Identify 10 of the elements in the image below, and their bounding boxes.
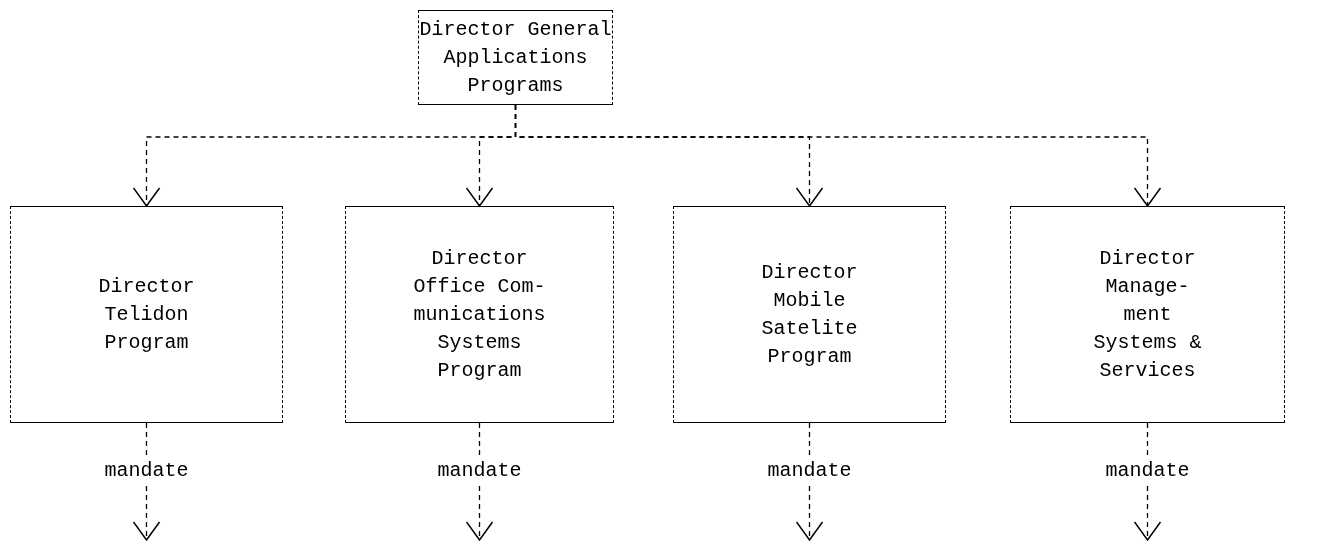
org-box (10, 206, 283, 423)
box-title: Director Office Com- munications Systems Program (412, 245, 547, 384)
org-box (673, 206, 946, 423)
box-title: Director Telidon Program (97, 273, 196, 356)
org-box (1010, 206, 1285, 423)
box-title: Director Manage- ment Systems & Services (1092, 245, 1203, 384)
box-title: Director Mobile Satelite Program (760, 259, 859, 370)
box-title: Director General Applications Programs (419, 16, 612, 99)
org-box (345, 206, 614, 423)
arrow (514, 104, 1162, 207)
